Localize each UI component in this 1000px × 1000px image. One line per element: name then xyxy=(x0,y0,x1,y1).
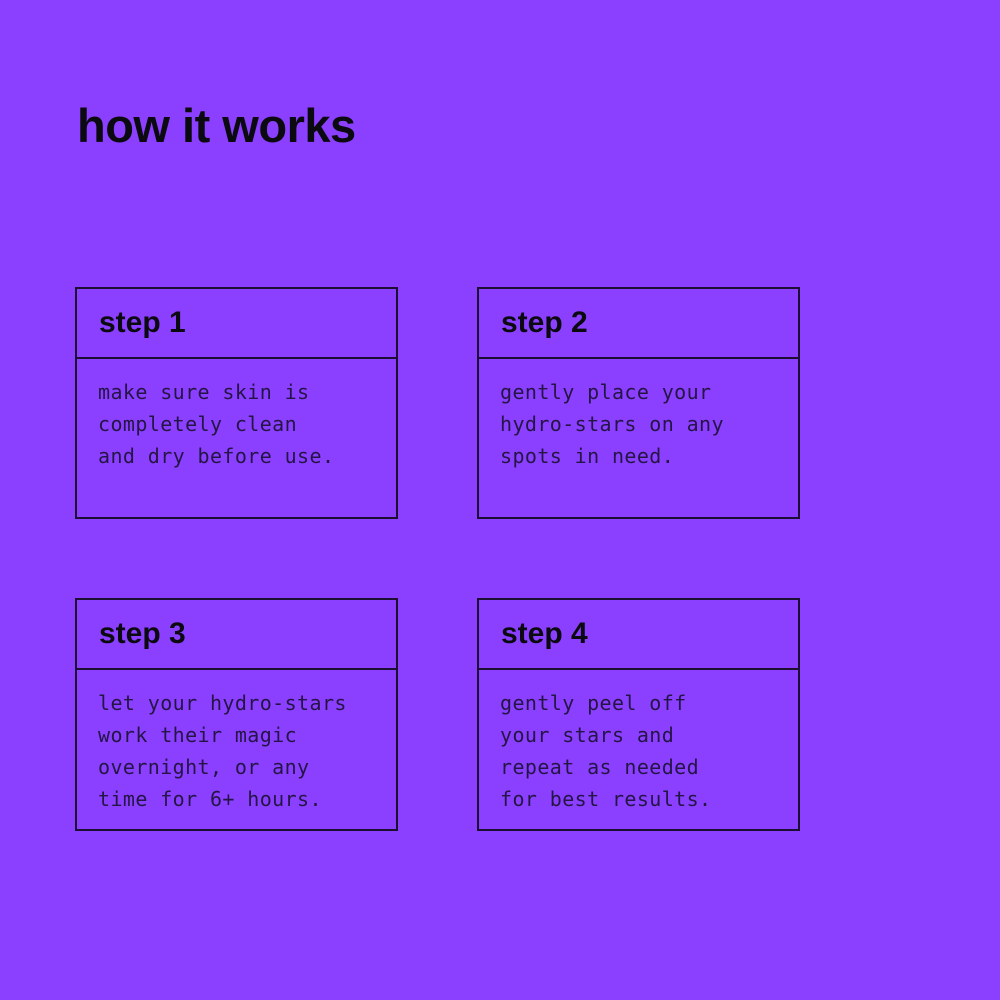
step-2-description: gently place your hydro-stars on any spo… xyxy=(500,380,724,468)
step-4-label: step 4 xyxy=(501,617,588,650)
step-3-label: step 3 xyxy=(99,617,186,650)
step-4-description: gently peel off your stars and repeat as… xyxy=(500,691,712,811)
step-1-label: step 1 xyxy=(99,306,186,339)
step-card-2-header: step 2 xyxy=(479,289,798,359)
step-card-1: step 1 make sure skin is completely clea… xyxy=(75,287,398,519)
step-1-description: make sure skin is completely clean and d… xyxy=(98,380,335,468)
step-card-2: step 2 gently place your hydro-stars on … xyxy=(477,287,800,519)
step-card-3: step 3 let your hydro-stars work their m… xyxy=(75,598,398,831)
step-card-4: step 4 gently peel off your stars and re… xyxy=(477,598,800,831)
step-card-1-header: step 1 xyxy=(77,289,396,359)
step-2-label: step 2 xyxy=(501,306,588,339)
steps-grid: step 1 make sure skin is completely clea… xyxy=(75,287,800,831)
step-card-3-header: step 3 xyxy=(77,600,396,670)
step-3-description: let your hydro-stars work their magic ov… xyxy=(98,691,347,811)
step-card-4-header: step 4 xyxy=(479,600,798,670)
page-title: how it works xyxy=(77,99,356,152)
